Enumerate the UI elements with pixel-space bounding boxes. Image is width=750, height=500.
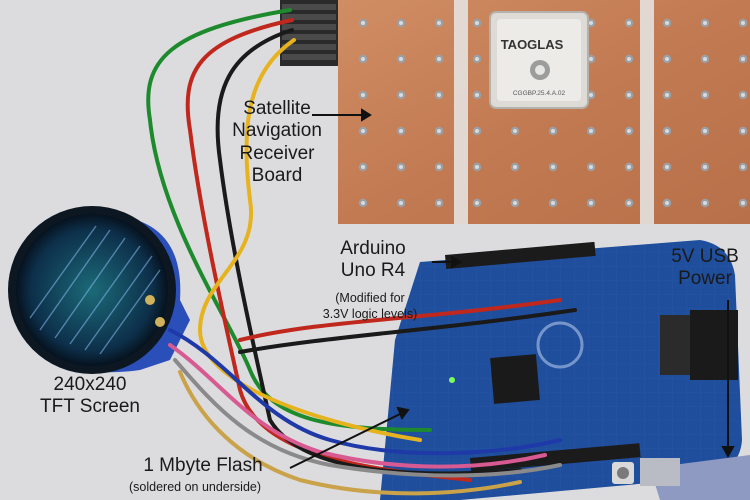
- gps-antenna: TAOGLAS CGGBP.25.4.A.02: [489, 11, 589, 109]
- gnss-receiver-board: TAOGLAS CGGBP.25.4.A.02: [280, 0, 750, 224]
- flash-note: (soldered on underside): [128, 480, 262, 494]
- antenna-part-number: CGGBP.25.4.A.02: [513, 90, 566, 97]
- arduino-label: Arduino Uno R4: [318, 238, 428, 283]
- usb-label-line-2: Power: [678, 268, 732, 290]
- usb-power-label: 5V USB Power: [660, 246, 750, 291]
- arduino-note: (Modified for 3.3V logic levels): [300, 291, 440, 322]
- arduino-label-line-2: Uno R4: [340, 260, 406, 282]
- tft-screen-label: 240x240 TFT Screen: [20, 374, 160, 419]
- tft-label-line-2: TFT Screen: [40, 396, 140, 418]
- gnss-label-line-3: Receiver: [239, 142, 315, 164]
- usb-label-line-1: 5V USB: [671, 246, 739, 267]
- usb-cable: [640, 455, 750, 500]
- gnss-label-line-1: Satellite: [243, 98, 311, 119]
- tft-label-line-1: 240x240: [53, 374, 127, 395]
- arduino-board: [380, 240, 742, 500]
- antenna-brand: TAOGLAS: [501, 37, 564, 52]
- annotation-arrows: [289, 108, 735, 469]
- gnss-board-label: Satellite Navigation Receiver Board: [222, 98, 332, 188]
- gnss-label-line-2: Navigation: [232, 120, 322, 142]
- flash-label: 1 Mbyte Flash: [143, 455, 263, 476]
- arduino-note-line-2: 3.3V logic levels): [322, 306, 418, 321]
- gnss-label-line-4: Board: [251, 165, 303, 187]
- arduino-note-line-1: (Modified for: [335, 291, 405, 305]
- tft-screen: [8, 206, 190, 374]
- pin-header: [280, 0, 338, 66]
- arduino-label-line-1: Arduino: [340, 238, 406, 259]
